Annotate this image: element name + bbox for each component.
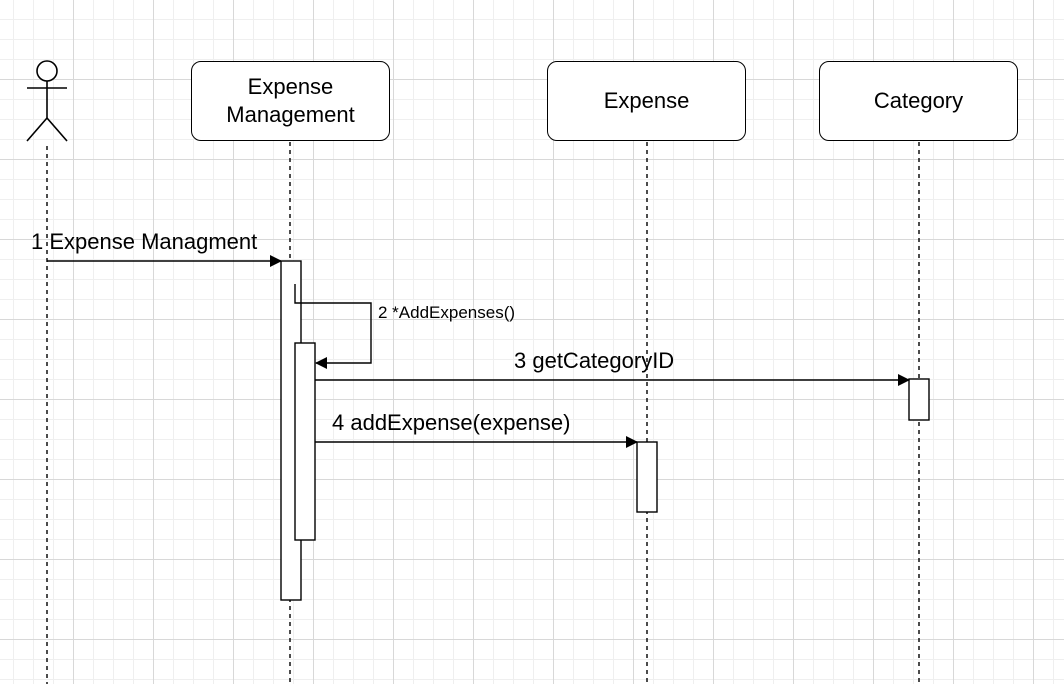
expense-activation[interactable] bbox=[636, 441, 658, 513]
message-4-label[interactable]: 4 addExpense(expense) bbox=[332, 410, 571, 435]
expense-lifeline-box[interactable]: Expense bbox=[547, 61, 746, 141]
message-2-label[interactable]: 2 *AddExpenses() bbox=[378, 303, 516, 322]
message-1-label[interactable]: 1 Expense Managment bbox=[31, 229, 258, 254]
expense-label: Expense bbox=[603, 88, 690, 113]
category-label: Category bbox=[873, 88, 964, 113]
expense-management-activation-inner[interactable] bbox=[294, 342, 316, 541]
message-3-label[interactable]: 3 getCategoryID bbox=[514, 348, 675, 373]
category-lifeline-box[interactable]: Category bbox=[819, 61, 1018, 141]
expense-management-lifeline-box[interactable]: Expense Management bbox=[191, 61, 390, 141]
category-activation[interactable] bbox=[908, 378, 930, 421]
actor-icon[interactable] bbox=[26, 60, 68, 142]
expense-management-label: Expense Management bbox=[226, 74, 355, 127]
message-2-self-arrow[interactable] bbox=[294, 284, 372, 369]
